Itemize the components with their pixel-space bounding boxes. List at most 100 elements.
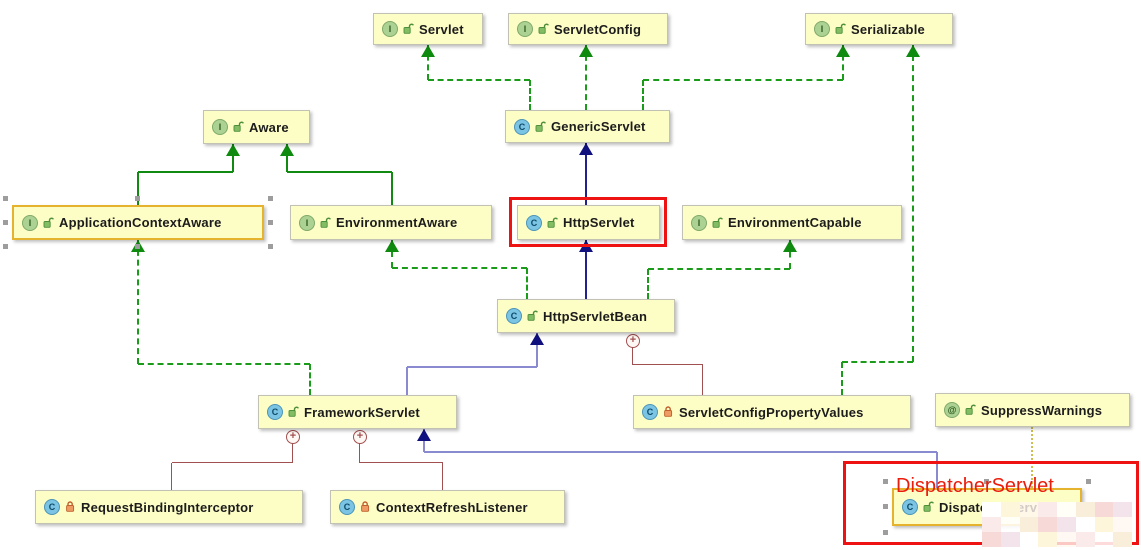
public-lock-icon (712, 217, 723, 229)
edge-ea-extends-aware (287, 171, 392, 173)
edge-fs-implements-aca (137, 240, 139, 364)
inheritance-arrow-icon (280, 144, 294, 156)
edge-hsb-implements-environment-aware (526, 268, 528, 299)
node-context-refresh-listener[interactable]: C ContextRefreshListener (330, 490, 565, 524)
selection-handle[interactable] (1086, 479, 1091, 484)
selection-handle[interactable] (268, 244, 273, 249)
public-lock-icon (965, 404, 976, 416)
selection-handle[interactable] (883, 530, 888, 535)
edge-fs-inner-rbi (172, 462, 293, 463)
edge-generic-servlet-implements-serializable (643, 79, 843, 81)
edge-fs-implements-aca (138, 363, 310, 365)
edge-scpv-implements-serializable (841, 362, 843, 395)
edge-ds-extends-fs (424, 451, 937, 453)
mosaic-block (1094, 502, 1114, 517)
mosaic-block (1038, 532, 1057, 547)
edge-scpv-implements-serializable (912, 45, 914, 362)
selection-handle[interactable] (3, 219, 8, 225)
public-lock-icon (547, 217, 558, 229)
edge-hsb-implements-environment-aware (391, 240, 393, 268)
private-lock-icon (65, 501, 76, 513)
inner-class-plus-icon: + (626, 334, 640, 348)
selection-handle[interactable] (3, 196, 8, 201)
edge-fs-inner-crl (442, 463, 443, 490)
public-lock-icon (43, 217, 54, 229)
mosaic-block (1019, 532, 1039, 547)
node-label: Servlet (419, 21, 464, 37)
class-icon: C (267, 404, 283, 420)
selection-handle[interactable] (268, 219, 273, 225)
node-label: ContextRefreshListener (376, 499, 528, 515)
selection-handle[interactable] (3, 244, 8, 249)
mosaic-block (1000, 502, 1020, 517)
class-icon: C (642, 404, 658, 420)
edge-ds-extends-fs (936, 452, 938, 488)
node-label: SuppressWarnings (981, 402, 1103, 418)
class-icon: C (506, 308, 522, 324)
selection-handle[interactable] (984, 479, 989, 484)
public-lock-icon (233, 121, 244, 133)
mosaic-block (1113, 517, 1132, 532)
inheritance-arrow-icon (417, 429, 431, 441)
private-lock-icon (360, 501, 371, 513)
node-suppress-warnings[interactable]: @SuppressWarnings (935, 393, 1130, 427)
selection-handle[interactable] (135, 244, 140, 249)
interface-icon: I (22, 214, 38, 231)
edge-fs-inner-crl (359, 442, 360, 463)
mosaic-block (1000, 517, 1020, 532)
edge-generic-servlet-implements-servlet (428, 79, 530, 81)
edge-generic-servlet-implements-servlet (427, 45, 429, 80)
selection-handle[interactable] (883, 504, 888, 509)
node-label: GenericServlet (551, 119, 646, 134)
selection-handle[interactable] (883, 479, 888, 484)
mosaic-block (1075, 502, 1095, 517)
edge-scpv-implements-serializable (842, 361, 913, 363)
mosaic-block (982, 532, 1001, 547)
selection-handle[interactable] (135, 196, 140, 201)
mosaic-block (1019, 517, 1039, 532)
mosaic-block (1113, 532, 1132, 547)
node-label: ServletConfig (554, 21, 642, 37)
node-label: ServletConfigPropertyValues (679, 404, 864, 420)
public-lock-icon (535, 121, 546, 133)
inheritance-arrow-icon (385, 240, 399, 252)
inheritance-arrow-icon (421, 45, 435, 57)
edge-fs-inner-rbi (171, 463, 172, 490)
mosaic-block (982, 502, 1001, 517)
interface-icon: I (814, 21, 830, 37)
mosaic-block (982, 517, 1001, 532)
private-lock-icon (663, 406, 674, 418)
selection-handle[interactable] (268, 196, 273, 201)
node-http-servlet-bean[interactable]: C HttpServletBean (497, 299, 675, 333)
class-icon: C (339, 499, 355, 515)
public-lock-icon (403, 23, 414, 35)
edge-ds-annotated-suppress-warnings (1031, 427, 1033, 488)
edge-fs-implements-aca (309, 364, 311, 395)
http-servlet-highlight (509, 197, 667, 247)
inheritance-arrow-icon (783, 240, 797, 252)
inheritance-arrow-icon (530, 333, 544, 345)
edge-hsb-implements-environment-capable (647, 269, 649, 299)
public-lock-icon (320, 217, 331, 229)
node-servlet-config-property-values[interactable]: C ServletConfigPropertyValues (633, 395, 911, 429)
edge-hsb-inner-scpv (633, 364, 703, 365)
edge-fs-inner-crl (360, 462, 443, 463)
mosaic-block (1094, 517, 1114, 532)
edge-generic-servlet-implements-servlet (529, 80, 531, 110)
public-lock-icon (835, 23, 846, 35)
edge-hsb-inner-scpv (702, 365, 703, 395)
mosaic-block (1038, 502, 1057, 517)
node-label: HttpServletBean (543, 308, 648, 324)
edge-aca-extends-aware (137, 172, 139, 205)
